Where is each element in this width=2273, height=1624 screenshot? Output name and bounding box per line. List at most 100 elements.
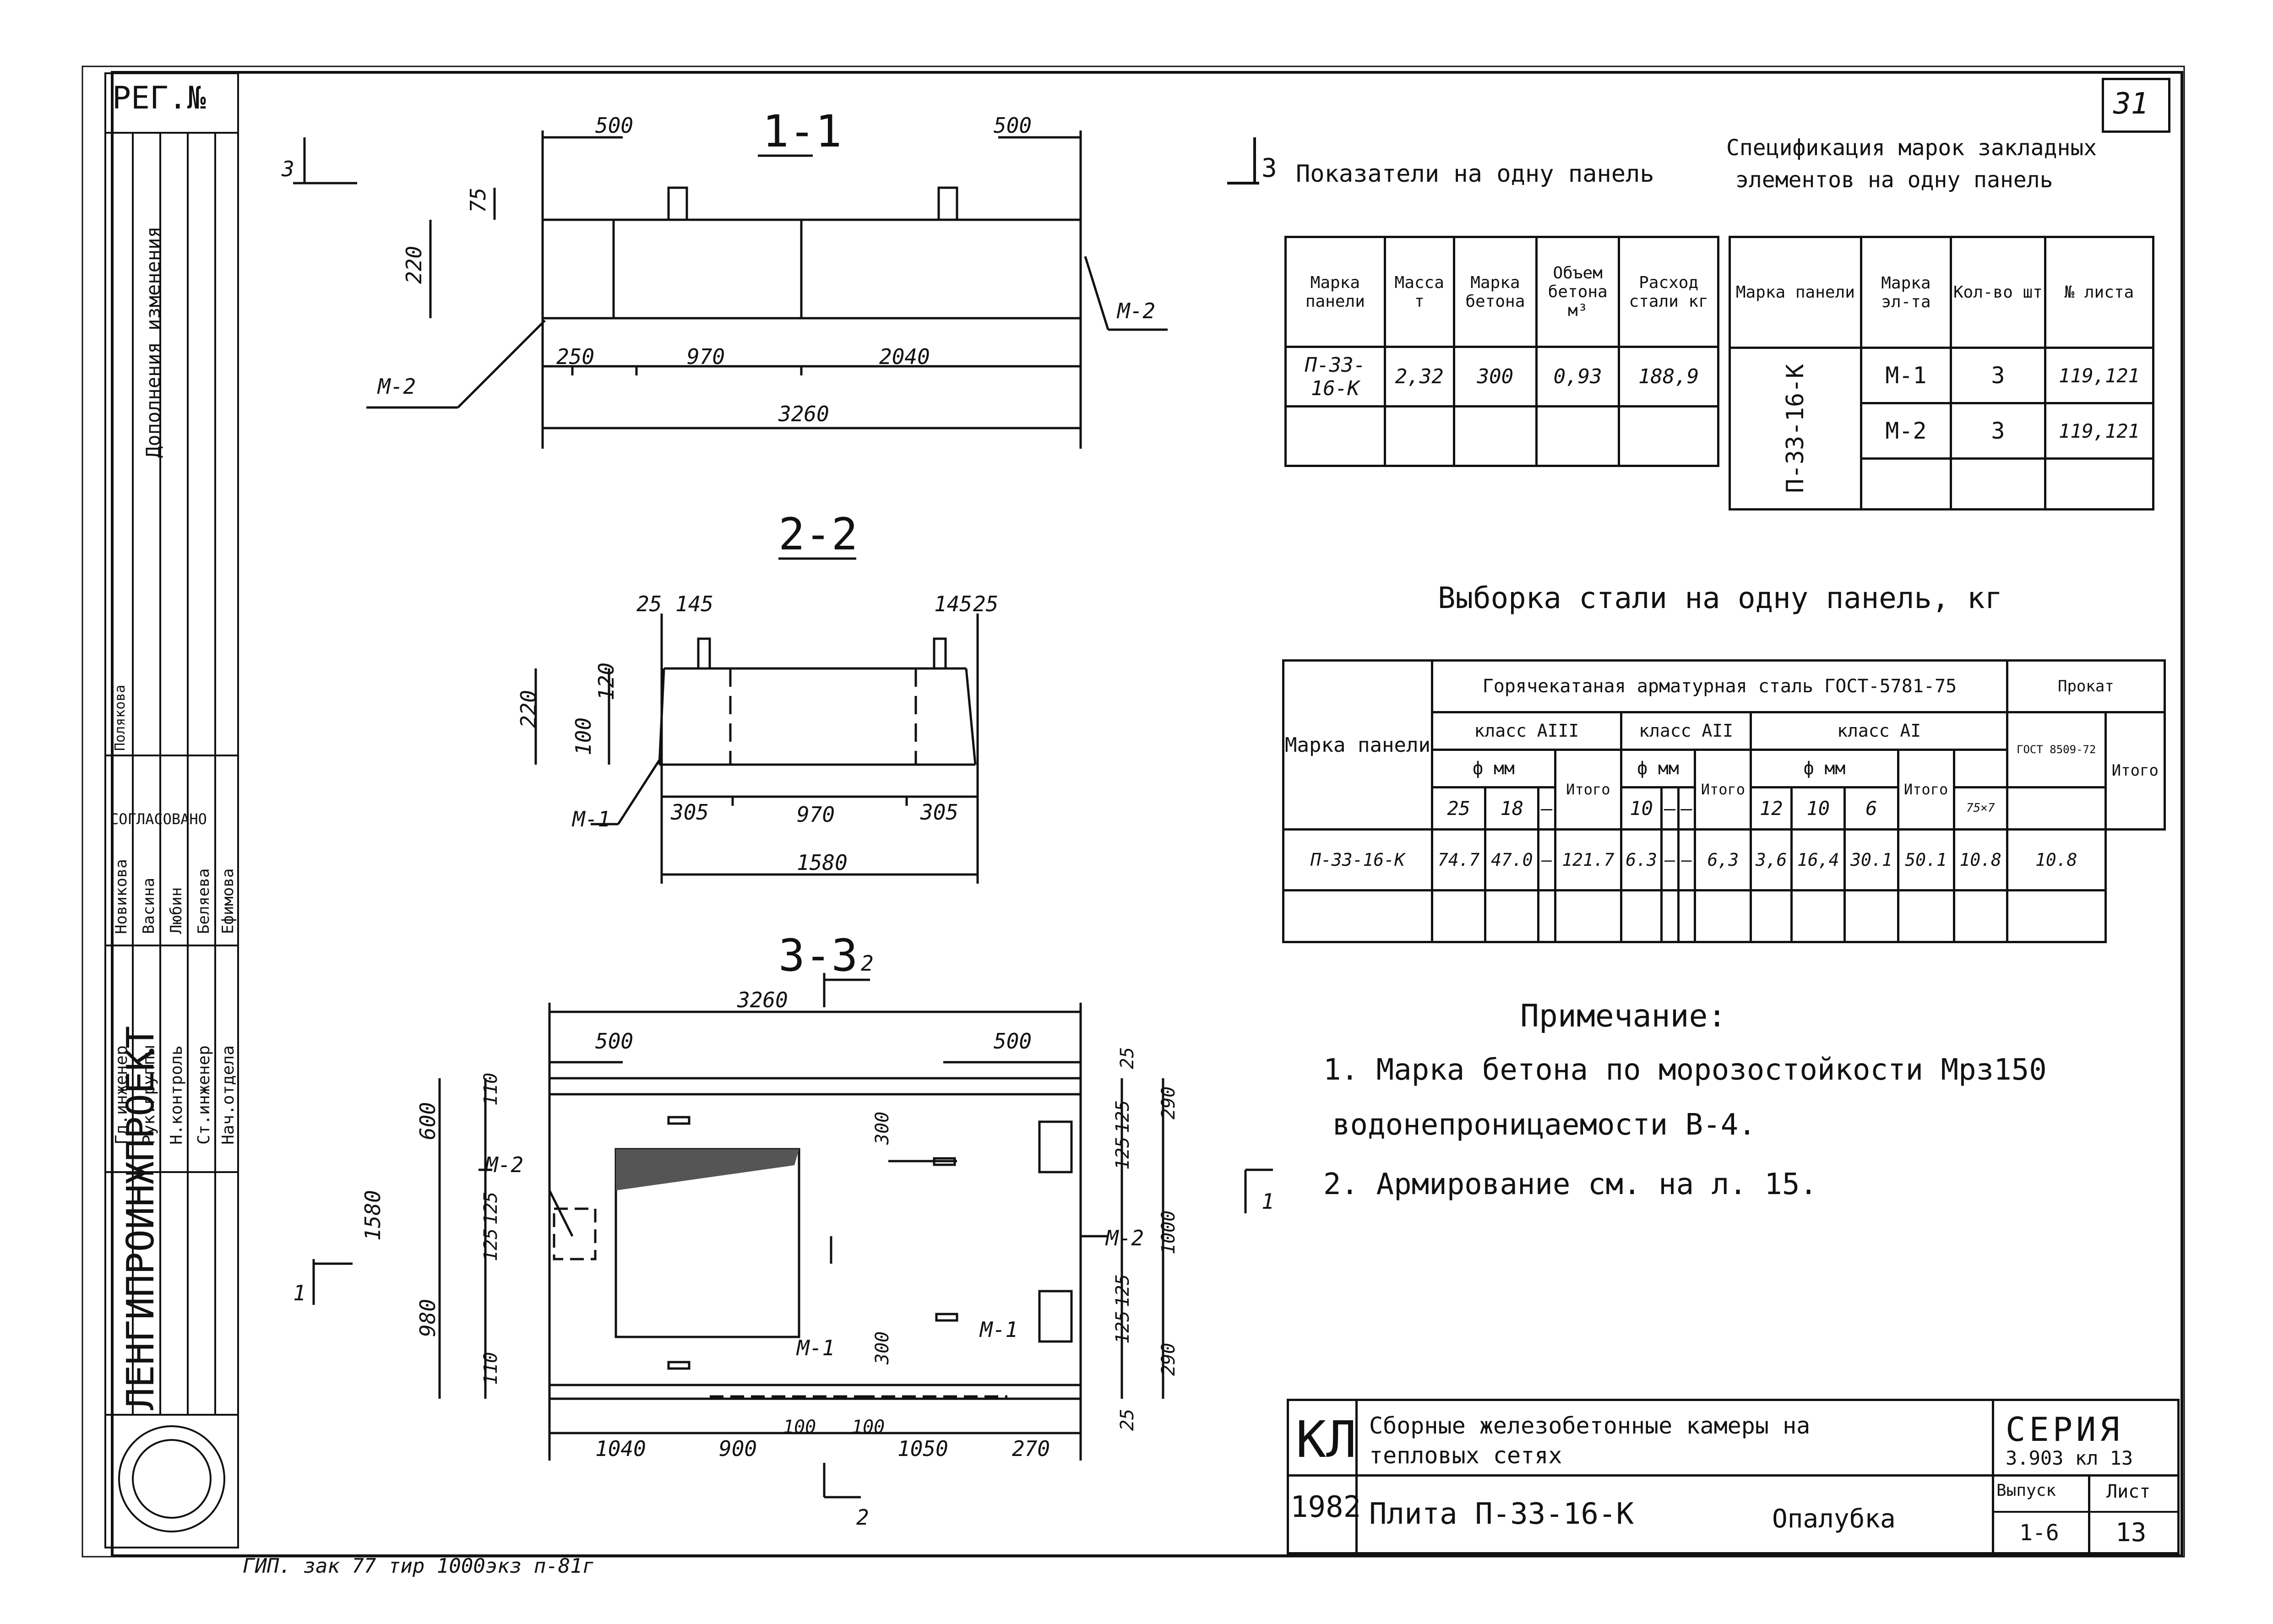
s33-m1-right: М-1 [979, 1317, 1018, 1342]
spec-table: Марка панели Марка эл-та Кол-во шт № лис… [1729, 235, 2155, 511]
ind-volume: 0,93 [1535, 346, 1620, 407]
s33-dim-100a: 100 [783, 1417, 816, 1438]
steel-empty-8 [1694, 889, 1752, 943]
steel-empty-14 [2006, 889, 2107, 943]
s22-dim-145b: 145 [934, 592, 972, 616]
s33-dim-r125d: 125 [1112, 1311, 1133, 1344]
s33-dim-r125a: 125 [1112, 1100, 1133, 1133]
ind-mass: 2,32 [1383, 346, 1455, 407]
s22-dim-970: 970 [797, 802, 835, 827]
steel-v-7: — [1677, 828, 1697, 892]
steel-empty-5 [1620, 889, 1663, 943]
ind-h-mass: Масса т [1383, 236, 1455, 348]
side-name-4: Беляева [195, 868, 213, 934]
s33-dim-r25b: 25 [1117, 1409, 1138, 1431]
s22-m1: М-1 [571, 807, 610, 831]
s33-title: 3-3 [778, 930, 858, 981]
s33-dim-top-right: 500 [994, 1029, 1032, 1054]
side-agreed: СОГЛАСОВАНО [110, 810, 207, 828]
s33-hatched-opening [616, 1149, 799, 1190]
side-name-6: Полякова [112, 684, 128, 751]
s33-dim-900: 900 [719, 1436, 757, 1461]
ind-concrete: 300 [1452, 346, 1538, 407]
s22-dim-25a: 25 [636, 592, 662, 616]
steel-v-9: 3,6 [1750, 828, 1793, 892]
tb-item: Плита П-33-16-К [1369, 1497, 1634, 1531]
steel-empty-1 [1430, 889, 1487, 943]
note-1b: водонепроницаемости В-4. [1332, 1108, 1756, 1142]
ind-empty-5 [1618, 405, 1719, 467]
s11-dim-2040: 2040 [879, 344, 930, 369]
s33-dim-110b: 110 [480, 1352, 501, 1385]
steel-d3-1: 25 [1430, 786, 1487, 831]
s33-m2-right: М-2 [1105, 1226, 1144, 1250]
steel-d2-1: 10 [1620, 786, 1663, 831]
side-changes: Дополнения изменения [142, 226, 164, 458]
s22-dim-145a: 145 [675, 592, 713, 616]
s22-dim-305b: 305 [920, 800, 958, 825]
steel-d1-2: 10 [1790, 786, 1846, 831]
side-role-5: Нач.отдела [219, 1045, 238, 1145]
steel-v-12: 50.1 [1897, 828, 1955, 892]
steel-v-panel: П-33-16-К [1282, 828, 1433, 892]
tb-sheet: 13 [2115, 1518, 2147, 1548]
indicators-mark: 3 [1262, 153, 1277, 183]
steel-empty-3 [1537, 889, 1556, 943]
s11-dim-250: 250 [556, 344, 594, 369]
ind-steel: 188,9 [1618, 346, 1719, 407]
tb-desc-2: тепловых сетях [1369, 1442, 1562, 1469]
ind-empty-3 [1452, 405, 1538, 467]
ind-h-concrete: Марка бетона [1452, 236, 1538, 348]
s22-dim-25b: 25 [973, 592, 998, 616]
s33-dim-1040: 1040 [595, 1436, 646, 1461]
steel-empty-6 [1660, 889, 1680, 943]
side-role-4: Ст.инженер [195, 1045, 213, 1145]
steel-h-group: Горячекатаная арматурная сталь ГОСТ-5781… [1431, 659, 2008, 713]
steel-h-panel: Марка панели [1282, 659, 1433, 831]
steel-v-13: 10.8 [1952, 828, 2008, 892]
steel-empty-0 [1282, 889, 1433, 943]
steel-d1-3: 6 [1843, 786, 1899, 831]
notes-title: Примечание: [1520, 998, 1727, 1034]
steel-h-dia2: ф мм [1620, 748, 1697, 788]
spec-h-sheet: № листа [2044, 235, 2155, 349]
side-name-1: Новикова [112, 859, 131, 934]
steel-v-3: — [1537, 828, 1556, 892]
s33-cut-2-top: 2 [861, 951, 874, 976]
s33-cut-1-right: 1 [1262, 1189, 1274, 1214]
steel-h-total2: Итого [1694, 748, 1752, 831]
steel-h-class3: класс АIII [1431, 711, 1622, 751]
ind-h-steel: Расход стали кг [1618, 236, 1719, 348]
steel-h-class1: класс АI [1750, 711, 2008, 751]
s22-title: 2-2 [778, 509, 858, 560]
s33-m1-left: М-1 [796, 1336, 835, 1360]
steel-v-4: 121.7 [1554, 828, 1622, 892]
steel-h-gost: ГОСТ 8509-72 [2006, 711, 2107, 788]
steel-v-10: 16,4 [1790, 828, 1846, 892]
tb-type: Опалубка [1772, 1504, 1896, 1534]
s33-dim-r125b: 125 [1112, 1137, 1133, 1170]
ind-empty-1 [1284, 405, 1386, 467]
tb-series-label: СЕРИЯ [2006, 1410, 2123, 1449]
s33-cut-2-bottom: 2 [856, 1505, 869, 1530]
spec-r2-sheet: 119,121 [2044, 402, 2155, 460]
bottom-note: ГИП. зак 77 тир 1000экз п-81г [243, 1554, 595, 1578]
ind-panel: П-33-16-К [1284, 346, 1386, 407]
steel-size: 75×7 [1952, 786, 2008, 831]
tb-line-h2 [1992, 1511, 2180, 1513]
steel-empty-7 [1677, 889, 1697, 943]
steel-v-8: 6,3 [1694, 828, 1752, 892]
s33-dim-125b: 125 [480, 1228, 501, 1261]
tb-line-h [1287, 1474, 2180, 1477]
spec-r2-count: 3 [1950, 402, 2046, 460]
steel-d2-2: — [1660, 786, 1680, 831]
spec-title-1: Спецификация марок закладных [1726, 135, 2097, 161]
indicators-table: Марка панели Масса т Марка бетона Объем … [1284, 236, 1719, 467]
tb-desc-1: Сборные железобетонные камеры на [1369, 1412, 1811, 1439]
s33-dim-600: 600 [415, 1102, 440, 1140]
s11-dim-970: 970 [687, 344, 725, 369]
steel-v-14: 10.8 [2006, 828, 2107, 892]
spec-title-2: элементов на одну панель [1735, 167, 2053, 193]
s11-title: 1-1 [762, 106, 842, 157]
stamp-reg: РЕГ.№ [112, 80, 206, 116]
